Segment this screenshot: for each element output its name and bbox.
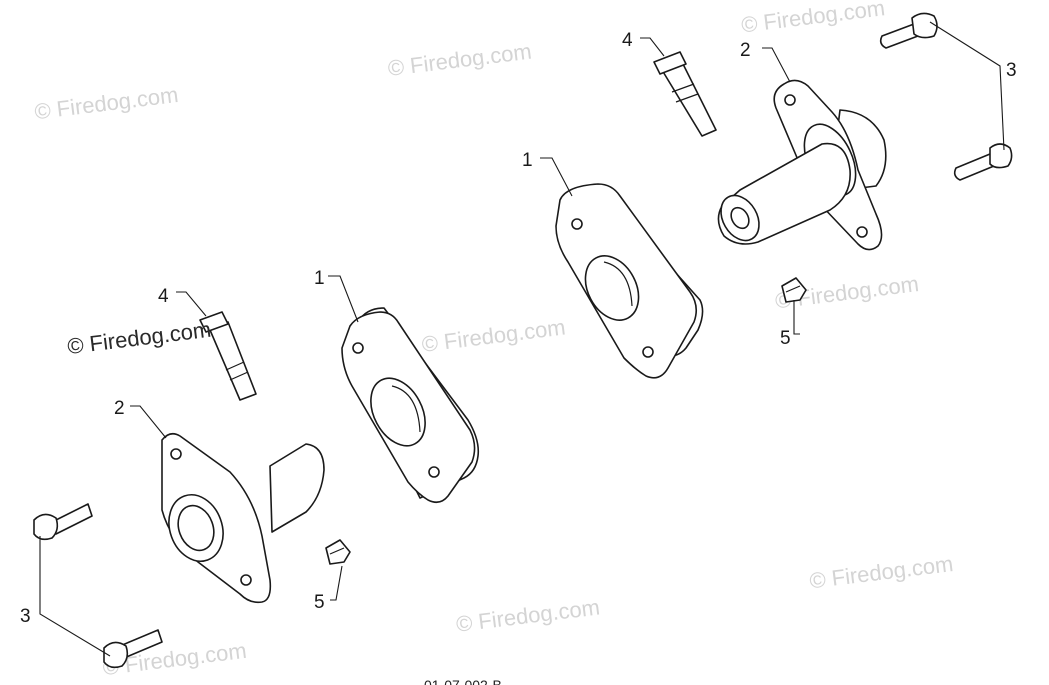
bolt-left-top [33,503,93,541]
leader-nut-right [793,300,800,335]
watermark-middle-center: © Firedog.com [420,314,567,356]
callout-nut-left: 5 [314,592,325,613]
leader-flange-right [762,47,791,83]
bolt-right-bottom [953,143,1013,181]
watermark-top-right: © Firedog.com [740,0,887,38]
callout-spacer-right: 1 [522,150,533,171]
leader-spacer-right [540,157,573,197]
callout-stud-left: 4 [158,286,169,307]
leader-nut-left [330,565,343,601]
leader-bolts-left [39,536,111,657]
nut-right [781,277,807,303]
callout-bolts-left: 3 [20,606,31,627]
callout-flange-right: 2 [740,40,751,61]
watermark-top-left: © Firedog.com [33,82,180,124]
callout-stud-right: 4 [622,30,633,51]
watermark-bottom-center: © Firedog.com [455,594,602,636]
nut-left [325,539,351,565]
stud-left [199,311,257,401]
watermark-bottom-right: © Firedog.com [808,551,955,593]
callout-spacer-left: 1 [314,268,325,289]
flange-right [717,79,887,251]
reference-number: 01-07-002-B [424,677,502,685]
watermark-top-center: © Firedog.com [386,39,533,81]
bolt-left-bottom [103,629,163,669]
leader-spacer-left [328,275,359,323]
spacer-left [341,307,480,504]
stud-right [653,51,717,137]
spacer-right [555,183,704,379]
watermark-middle-left: © Firedog.com [66,317,213,359]
callout-bolts-right: 3 [1006,60,1017,81]
callout-flange-left: 2 [114,398,125,419]
leader-bolts-right [929,21,1005,151]
leader-flange-left [130,405,167,439]
bolt-right-top [879,12,938,49]
flange-left [161,432,325,604]
leader-stud-right [640,37,665,57]
callout-nut-right: 5 [780,328,791,349]
leader-stud-left [176,291,207,317]
